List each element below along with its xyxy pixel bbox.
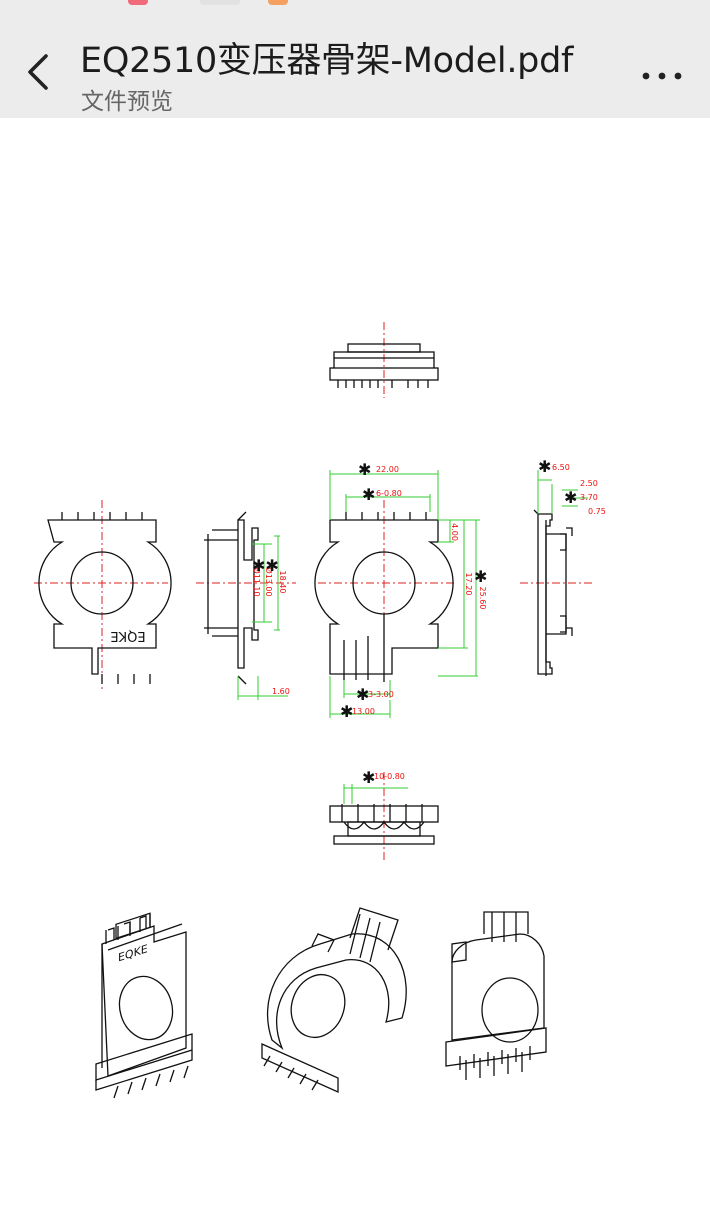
left-front-view: EQKE xyxy=(34,500,172,690)
dim-bottom-pins: 10-0.80 xyxy=(374,772,405,781)
more-horizontal-icon xyxy=(642,72,682,80)
dim-right-b: 3.70 xyxy=(580,493,598,502)
brand-label: EQKE xyxy=(110,628,145,643)
dim-front-width: 22.00 xyxy=(376,465,399,474)
status-indicator xyxy=(128,0,148,5)
top-view xyxy=(329,322,439,398)
svg-text:✱: ✱ xyxy=(362,485,375,504)
dim-right-c: 0.75 xyxy=(588,507,606,516)
side-section-view: Ø11.10 Ø13.00 18.40 1.60 ✱✱ xyxy=(196,511,296,700)
isometric-view-3 xyxy=(445,911,547,1080)
svg-text:✱: ✱ xyxy=(538,457,551,476)
pdf-preview-area[interactable]: EQKE Ø11.10 Ø13.00 18.40 1.60 ✱✱ xyxy=(0,118,710,1226)
chevron-left-icon xyxy=(28,54,48,90)
page-subtitle: 文件预览 xyxy=(81,89,173,115)
svg-text:✱: ✱ xyxy=(358,460,371,479)
status-bar xyxy=(0,0,710,6)
dim-side-bottom: 1.60 xyxy=(272,687,290,696)
dim-side-c: 18.40 xyxy=(278,571,287,594)
dim-front-bottom-width: 13.00 xyxy=(352,707,375,716)
right-side-view: ✱ 6.50 2.50 ✱ 3.70 0.75 xyxy=(520,457,606,676)
center-front-view: ✱ 22.00 ✱ 6-0.80 4.00 17.20 ✱ 25.60 ✱ 3-… xyxy=(314,460,487,721)
dim-front-bottom-pins: 3-3.00 xyxy=(368,690,394,699)
svg-text:✱: ✱ xyxy=(564,488,577,507)
svg-text:✱: ✱ xyxy=(340,702,353,721)
dim-right-a: 2.50 xyxy=(580,479,598,488)
dim-front-right-total: 25.60 xyxy=(478,587,487,610)
status-indicator xyxy=(268,0,288,5)
top-app-bar: EQ2510变压器骨架-Model.pdf 文件预览 xyxy=(0,6,710,118)
isometric-view-2 xyxy=(261,907,407,1094)
isometric-view-1: EQKE xyxy=(95,912,193,1099)
more-options-button[interactable] xyxy=(636,52,688,96)
dim-side-a: Ø11.10 xyxy=(252,567,262,596)
dim-front-right-top: 4.00 xyxy=(450,523,459,541)
dim-right-top: 6.50 xyxy=(552,463,570,472)
dim-front-right-mid: 17.20 xyxy=(464,573,473,596)
status-indicator xyxy=(200,0,240,5)
svg-text:✱: ✱ xyxy=(362,768,375,787)
svg-text:✱✱: ✱✱ xyxy=(252,556,279,575)
dim-front-inner: 6-0.80 xyxy=(376,489,402,498)
page-title: EQ2510变压器骨架-Model.pdf xyxy=(80,41,574,81)
svg-text:✱: ✱ xyxy=(474,567,487,586)
back-button[interactable] xyxy=(18,46,62,98)
svg-text:✱: ✱ xyxy=(356,685,369,704)
dim-side-b: Ø13.00 xyxy=(264,567,274,596)
technical-drawing: EQKE Ø11.10 Ø13.00 18.40 1.60 ✱✱ xyxy=(34,322,606,1099)
bottom-view: ✱ 10-0.80 xyxy=(329,768,439,862)
